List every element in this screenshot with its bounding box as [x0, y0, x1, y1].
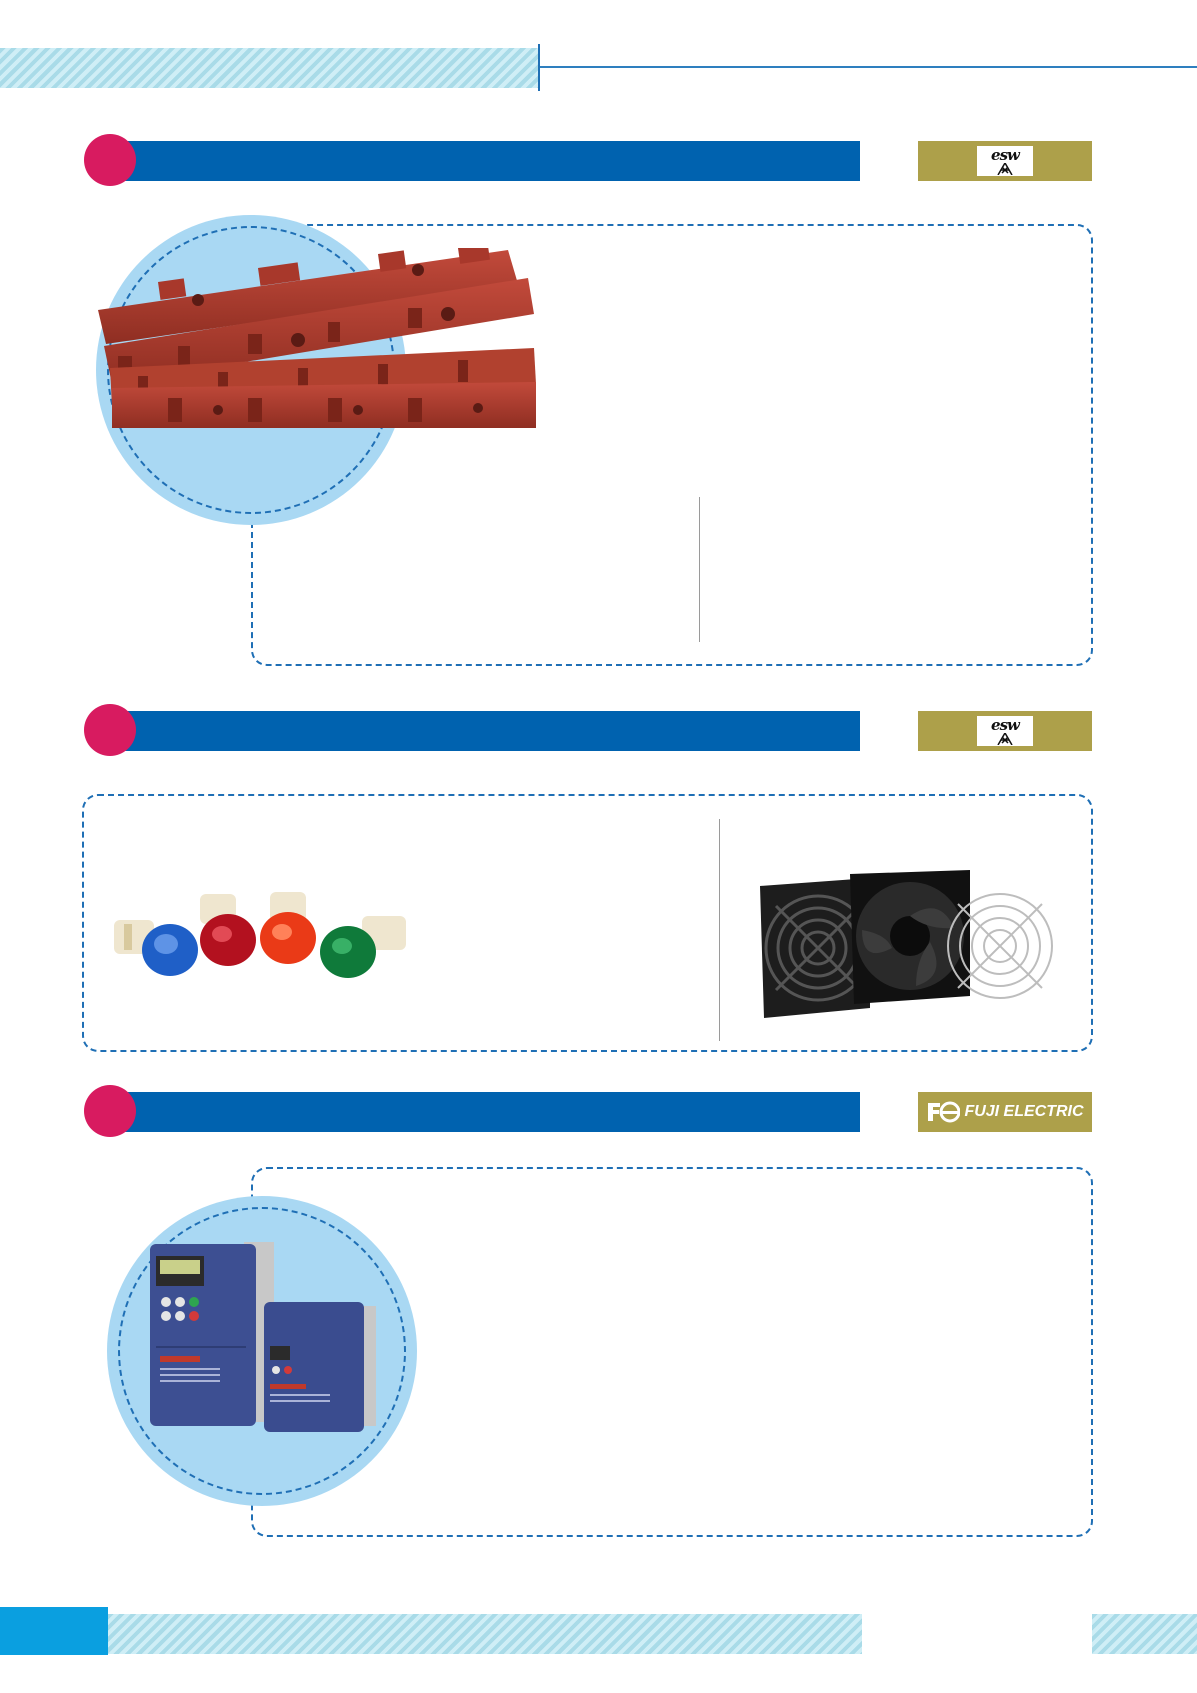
section-2-column-divider — [719, 819, 720, 1041]
footer-stripe — [108, 1614, 862, 1654]
header-rule — [540, 66, 1197, 68]
busbar-support-insulators-image — [98, 248, 536, 428]
cooling-fan-image — [760, 870, 1053, 1018]
section-2-bullet — [84, 704, 136, 756]
esw-logo: esw — [977, 146, 1033, 176]
section-1-brand-box: esw — [918, 141, 1092, 181]
section-1-bullet — [84, 134, 136, 186]
section-1-column-divider — [699, 497, 700, 642]
footer-stripe-right — [1092, 1614, 1197, 1654]
section-3-image-circle-outline — [118, 1207, 406, 1495]
pilot-lamps-image — [114, 892, 406, 978]
fuji-electric-logo: FUJI ELECTRIC — [926, 1101, 1084, 1123]
esw-logo: esw — [977, 716, 1033, 746]
section-3-title-bar — [110, 1092, 860, 1132]
section-1-title-bar — [110, 141, 860, 181]
section-2-title-bar — [110, 711, 860, 751]
section-3-bullet — [84, 1085, 136, 1137]
section-2-brand-box: esw — [918, 711, 1092, 751]
section-2-content-box — [82, 794, 1093, 1052]
header-divider — [538, 44, 540, 91]
header-stripe — [0, 48, 540, 88]
tower-icon — [997, 162, 1013, 175]
fuji-electric-mark-icon — [928, 1101, 961, 1123]
section-3-brand-box: FUJI ELECTRIC — [918, 1092, 1092, 1132]
frequency-inverters-image — [150, 1242, 376, 1432]
footer-page-tab — [0, 1607, 108, 1655]
tower-icon — [997, 732, 1013, 745]
